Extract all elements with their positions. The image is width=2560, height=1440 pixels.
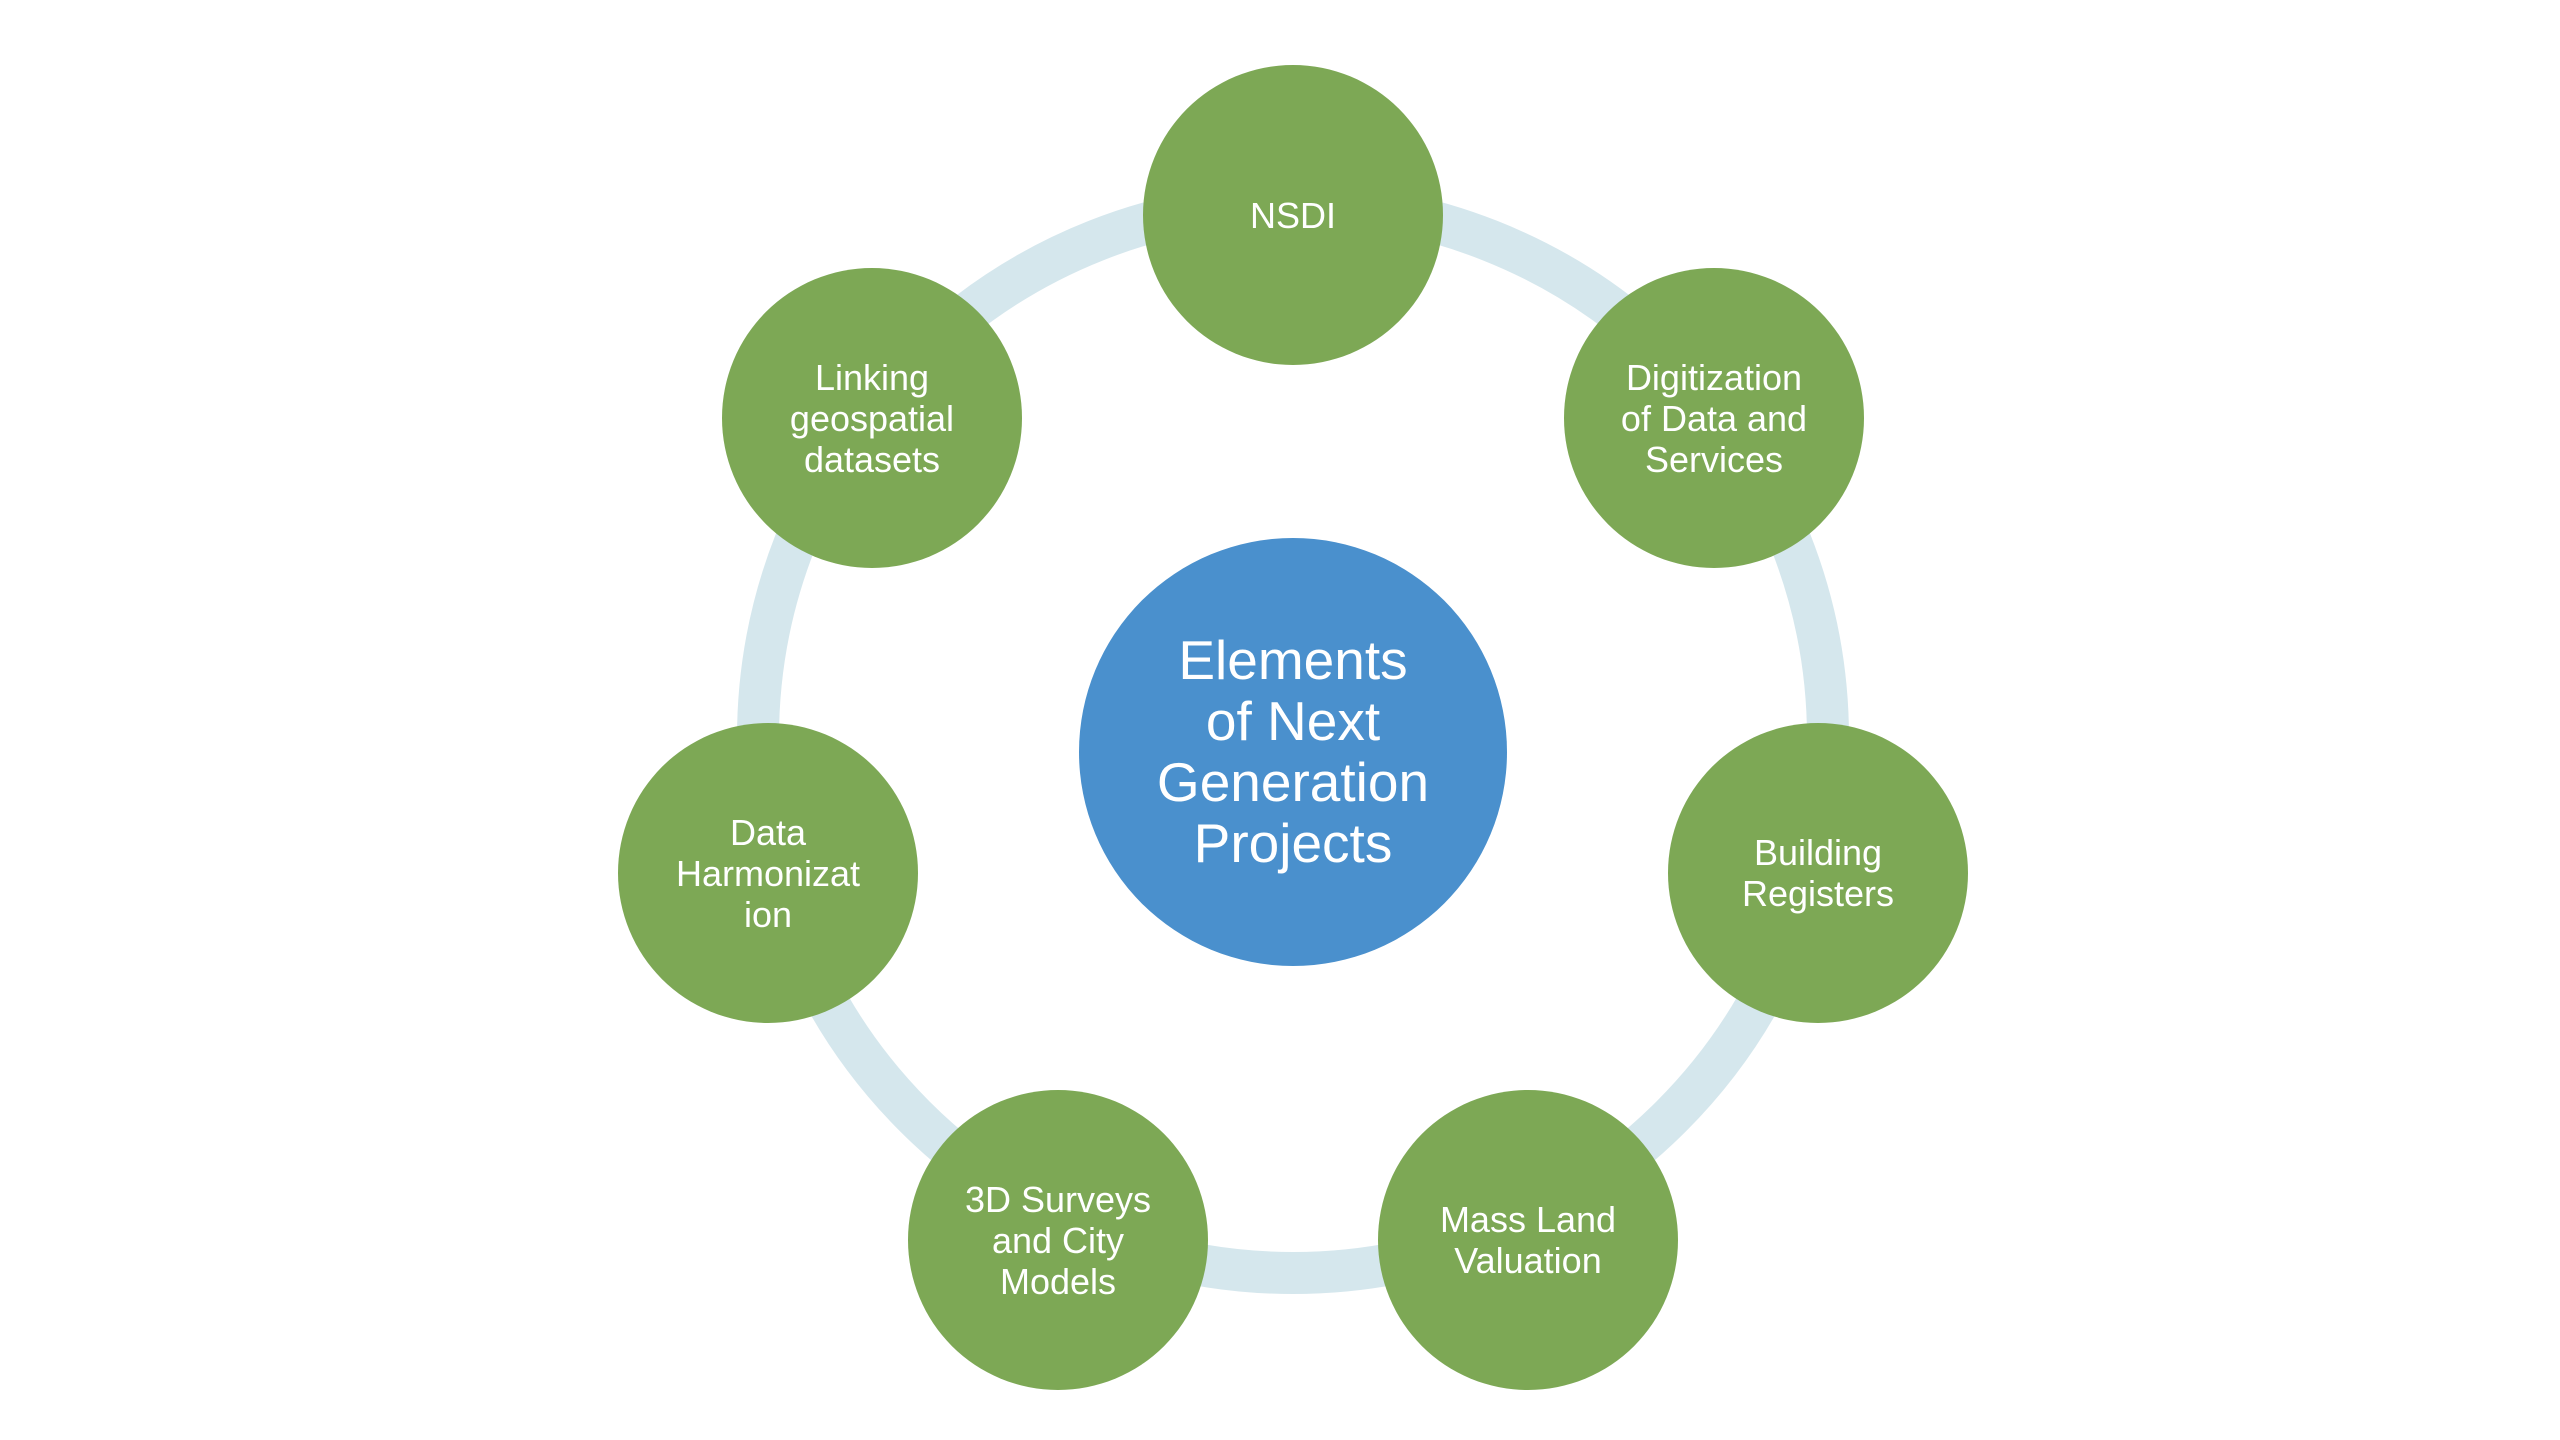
node-mass-land-valuation-label: Mass Land Valuation <box>1439 1199 1617 1281</box>
node-building-registers-label: Building Registers <box>1741 832 1895 914</box>
node-digitization-label: Digitization of Data and Services <box>1620 356 1808 480</box>
node-data-harmonization: Data Harmonizat ion <box>618 723 918 1023</box>
node-3d-surveys: 3D Surveys and City Models <box>908 1090 1208 1390</box>
node-3d-surveys-label: 3D Surveys and City Models <box>964 1178 1152 1302</box>
center-node-label: Elements of Next Generation Projects <box>1156 629 1430 874</box>
node-mass-land-valuation: Mass Land Valuation <box>1378 1090 1678 1390</box>
node-data-harmonization-label: Data Harmonizat ion <box>675 811 861 935</box>
node-building-registers: Building Registers <box>1668 723 1968 1023</box>
node-digitization: Digitization of Data and Services <box>1564 268 1864 568</box>
center-node: Elements of Next Generation Projects <box>1079 538 1507 966</box>
node-nsdi: NSDI <box>1143 65 1443 365</box>
node-linking-geospatial: Linking geospatial datasets <box>722 268 1022 568</box>
node-nsdi-label: NSDI <box>1249 194 1336 236</box>
node-linking-geospatial-label: Linking geospatial datasets <box>789 356 955 480</box>
